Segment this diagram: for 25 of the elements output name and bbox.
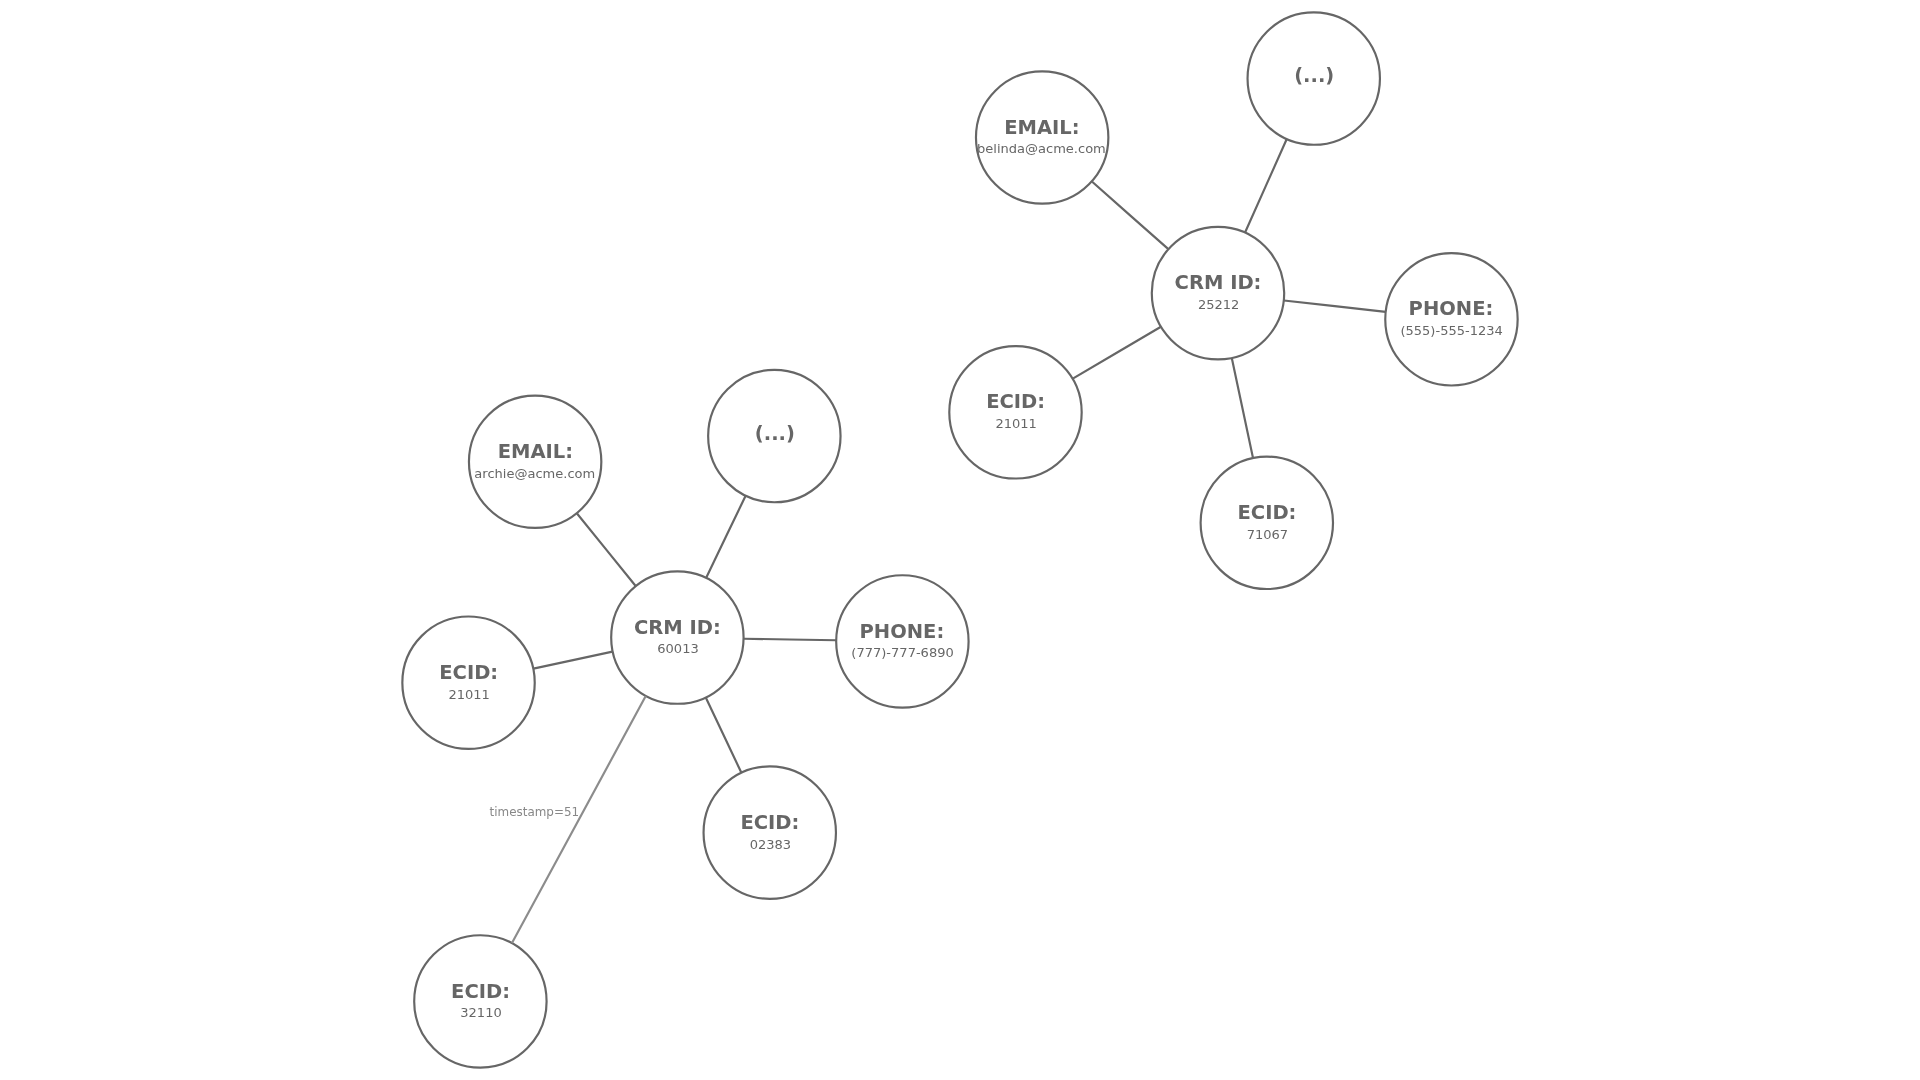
node-circle: ECID: 32110	[413, 934, 548, 1069]
connector	[533, 650, 613, 670]
node-circle: CRM ID: 60013	[610, 570, 745, 705]
connector	[576, 512, 637, 587]
edge-label: timestamp=51	[489, 805, 580, 820]
node-circle: (...)	[707, 368, 842, 504]
node-circle: ECID: 21011	[948, 345, 1083, 480]
connector	[511, 695, 647, 944]
connector	[1230, 358, 1255, 459]
connector	[1091, 180, 1169, 250]
node-circle: ECID: 71067	[1199, 455, 1335, 591]
node-circle: CRM ID: 25212	[1150, 225, 1286, 361]
node-circle: (...)	[1246, 11, 1382, 146]
node-circle: EMAIL: belinda@acme.com	[974, 70, 1110, 205]
node-circle: ECID: 21011	[401, 615, 536, 750]
node-circle: PHONE: (555)-555-1234	[1384, 252, 1519, 387]
node-circle: EMAIL: archie@acme.com	[467, 394, 603, 530]
connector	[1244, 138, 1288, 233]
connector	[705, 495, 747, 579]
connector	[1283, 299, 1386, 313]
connector	[704, 697, 743, 773]
node-circle: ECID: 02383	[702, 765, 838, 900]
connector	[1072, 326, 1162, 380]
node-circle: PHONE: (777)-777-6890	[835, 574, 970, 709]
connector	[743, 637, 837, 642]
